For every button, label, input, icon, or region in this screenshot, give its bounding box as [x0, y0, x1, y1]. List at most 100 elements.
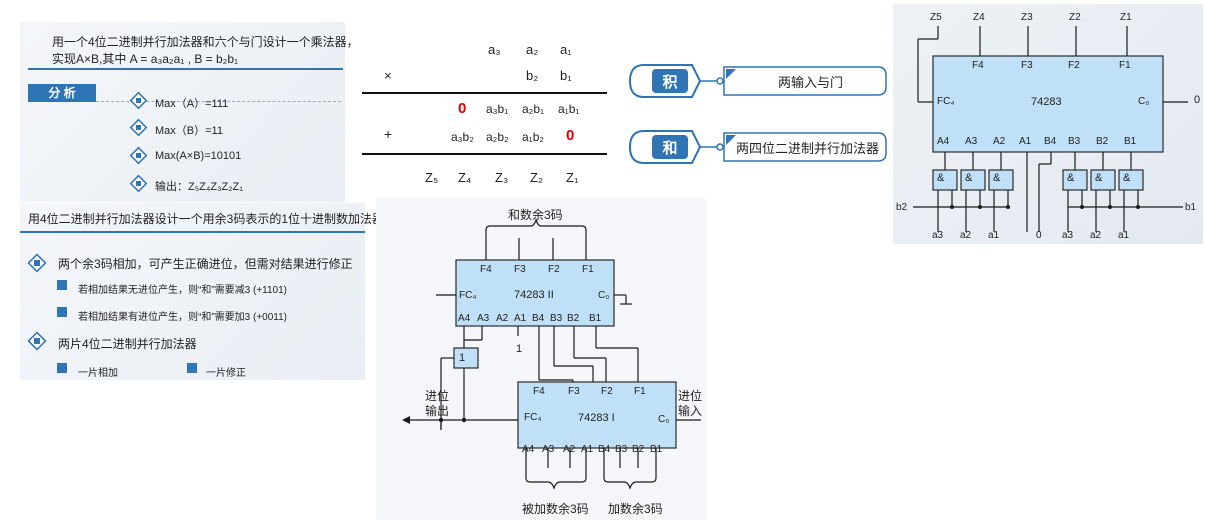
- excess3-item-1: 两个余3码相加，可产生正确进位，但需对结果进行修正: [58, 257, 353, 271]
- bottom-a3-left: a3: [932, 230, 944, 241]
- row4-zero: 0: [566, 127, 575, 144]
- bottom-a2-left: a2: [960, 230, 972, 241]
- row1-a2: a₂: [526, 42, 539, 57]
- f2-pin: F2: [1068, 60, 1080, 71]
- chip2-f1: F1: [582, 264, 594, 275]
- analysis-item-4: 输出：Z₅Z₄Z₃Z₂Z₁: [155, 181, 243, 193]
- excess3-item-2: 两片4位二进制并行加法器: [58, 337, 197, 351]
- multiplier-title-line1: 用一个4位二进制并行加法器和六个与门设计一个乘法器，: [52, 35, 359, 49]
- sum-tag: 和: [662, 140, 678, 157]
- or-gate-label: 1: [459, 352, 466, 364]
- sum-text: 两四位二进制并行加法器: [736, 141, 880, 156]
- excess3-icons: [27, 253, 197, 373]
- z2-label: Z2: [1069, 12, 1081, 23]
- z4-label: Z4: [973, 12, 985, 23]
- row2-b2: b₂: [526, 68, 539, 83]
- and-gate-label: &: [1095, 172, 1103, 184]
- z5-label: Z5: [930, 12, 942, 23]
- chip1-pin-a4: A4: [522, 444, 535, 455]
- chip2-f4: F4: [480, 264, 492, 275]
- row2-b1: b₁: [560, 68, 572, 83]
- chip2-pin-a1: A1: [514, 313, 527, 324]
- pin-b4: B4: [1044, 136, 1057, 147]
- analysis-section-label: 分 析: [28, 84, 96, 102]
- chip2-pin-b4: B4: [532, 313, 545, 324]
- bottom-zero: 0: [1036, 230, 1042, 241]
- chip2-pin-a3: A3: [477, 313, 490, 324]
- carry-in-label-2: 输入: [678, 404, 703, 418]
- bottom-circuit-panel: [376, 198, 706, 520]
- pin-b3: B3: [1068, 136, 1081, 147]
- carry-out-label-1: 进位: [425, 389, 450, 403]
- excess3-sub-1: 若相加结果无进位产生，则“和”需要减3 (+1101): [78, 285, 288, 296]
- chip2-pin-a2: A2: [496, 313, 509, 324]
- chip1-pin-a3: A3: [542, 444, 555, 455]
- addend1-excess3-label: 被加数余3码: [522, 502, 589, 516]
- table-rule-2: [362, 153, 607, 155]
- and-gate-label: &: [965, 172, 973, 184]
- chip1-f1: F1: [634, 386, 646, 397]
- chip2-c0: C₀: [598, 290, 610, 301]
- sum-excess3-label: 和数余3码: [508, 208, 563, 222]
- row5-z4: Z₄: [458, 170, 472, 185]
- chip1-label: 74283 I: [578, 412, 615, 424]
- chip2-pin-a4: A4: [458, 313, 471, 324]
- chip1-fc4: FC₄: [524, 412, 542, 423]
- chip1-pin-b1: B1: [650, 444, 663, 455]
- chip1-c0: C₀: [658, 414, 670, 425]
- product-text: 两输入与门: [778, 75, 844, 90]
- f1-pin: F1: [1119, 60, 1131, 71]
- row3-a2b1: a₂b₁: [522, 102, 545, 116]
- chip2-pin-b1: B1: [589, 313, 602, 324]
- pin-a2: A2: [993, 136, 1006, 147]
- analysis-divider: [96, 101, 341, 103]
- carry-out-label-2: 输出: [425, 404, 450, 418]
- row5-z3: Z₃: [495, 170, 509, 185]
- and-gate-label: &: [993, 172, 1001, 184]
- row3-a1b1: a₁b₁: [558, 102, 580, 116]
- multiplier-title-line2: 实现A×B,其中 A = a₃a₂a₁ , B = b₂b₁: [52, 52, 239, 66]
- chip1-pin-a1: A1: [581, 444, 594, 455]
- chip1-f2: F2: [601, 386, 613, 397]
- title-underline: [28, 68, 343, 70]
- plus-sign: +: [384, 126, 393, 142]
- bottom-a1-left: a1: [988, 230, 1000, 241]
- chip-74283-label: 74283: [1031, 96, 1062, 108]
- analysis-item-3: Max(A×B)=10101: [155, 150, 242, 162]
- chip2-f3: F3: [514, 264, 526, 275]
- f4-pin: F4: [972, 60, 984, 71]
- row5-z1: Z₁: [566, 170, 579, 185]
- row4-a3b2: a₃b₂: [451, 130, 474, 144]
- chip2-f2: F2: [548, 264, 560, 275]
- bottom-a2-right: a2: [1090, 230, 1102, 241]
- pin-b2: B2: [1096, 136, 1109, 147]
- and-gate-label: &: [937, 172, 945, 184]
- sum-legend: [628, 130, 887, 164]
- fc4-pin: FC₄: [937, 96, 955, 107]
- excess3-sub-3: 一片相加: [78, 368, 118, 379]
- top-circuit: [913, 26, 1188, 232]
- z3-label: Z3: [1021, 12, 1033, 23]
- chip2-pin-b2: B2: [567, 313, 580, 324]
- excess3-title: 用4位二进制并行加法器设计一个用余3码表示的1位十进制数加法器: [28, 212, 385, 226]
- pin-a1: A1: [1019, 136, 1032, 147]
- chip1-f4: F4: [533, 386, 545, 397]
- b1-input-label: b1: [1185, 202, 1197, 213]
- chip1-pin-b2: B2: [632, 444, 645, 455]
- times-sign: ×: [384, 68, 392, 83]
- b2-input-label: b2: [896, 202, 908, 213]
- c0-input-value: 0: [1194, 94, 1201, 106]
- bottom-a1-right: a1: [1118, 230, 1130, 241]
- product-legend: [628, 64, 887, 98]
- diamond-icon: [129, 91, 148, 193]
- bottom-circuit: [402, 218, 701, 490]
- chip2-label: 74283 II: [514, 289, 554, 301]
- and-gate-label: &: [1123, 172, 1131, 184]
- chip1-pin-b4: B4: [598, 444, 611, 455]
- excess3-sub-4: 一片修正: [206, 368, 246, 379]
- a1-constant-one: 1: [516, 343, 523, 355]
- pin-a4: A4: [937, 136, 950, 147]
- excess3-title-underline: [20, 231, 365, 233]
- analysis-item-2: Max（B）=11: [155, 125, 223, 137]
